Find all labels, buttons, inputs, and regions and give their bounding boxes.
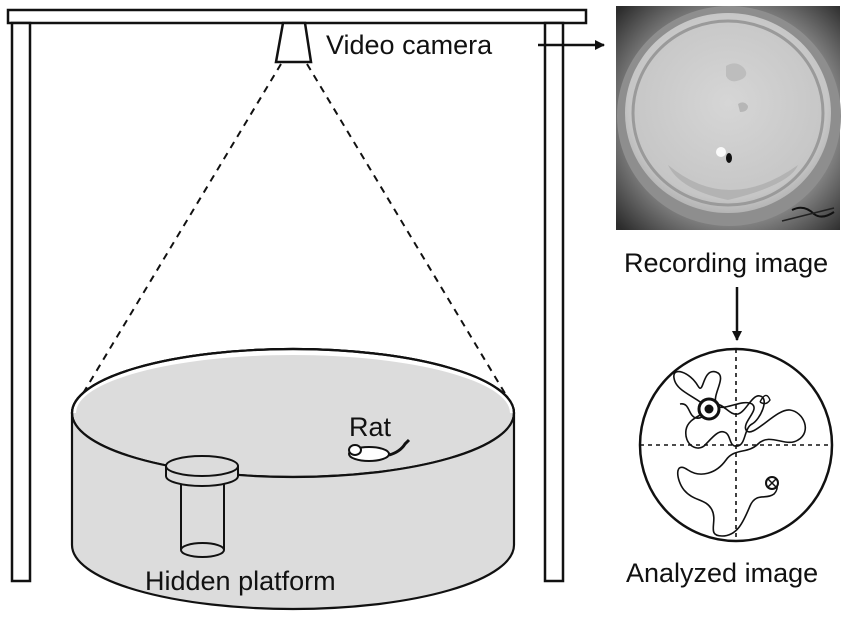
video-camera-icon [274,21,313,64]
rat-icon [348,438,411,462]
pool-bottom-edge [70,544,516,611]
stand-left-leg [10,21,32,583]
video-camera-label: Video camera [326,30,493,60]
analyzed-image [638,347,834,543]
pool-inner-rim-line [70,412,516,479]
recording-image [616,6,841,230]
analyzed-image-label: Analyzed image [626,558,818,588]
camera-stand [6,8,588,583]
hidden-platform-icon [165,455,239,558]
pool-front-fill [72,413,514,609]
recording-image-label: Recording image [624,248,828,278]
stand-top-bar [6,8,588,25]
hidden-platform-label: Hidden platform [145,566,336,596]
rat-label: Rat [349,412,392,442]
stand-right-leg [543,21,565,583]
camera-field-of-view [75,63,513,406]
pool-inner-water [76,355,510,471]
pool-water-surface-back [70,347,516,414]
